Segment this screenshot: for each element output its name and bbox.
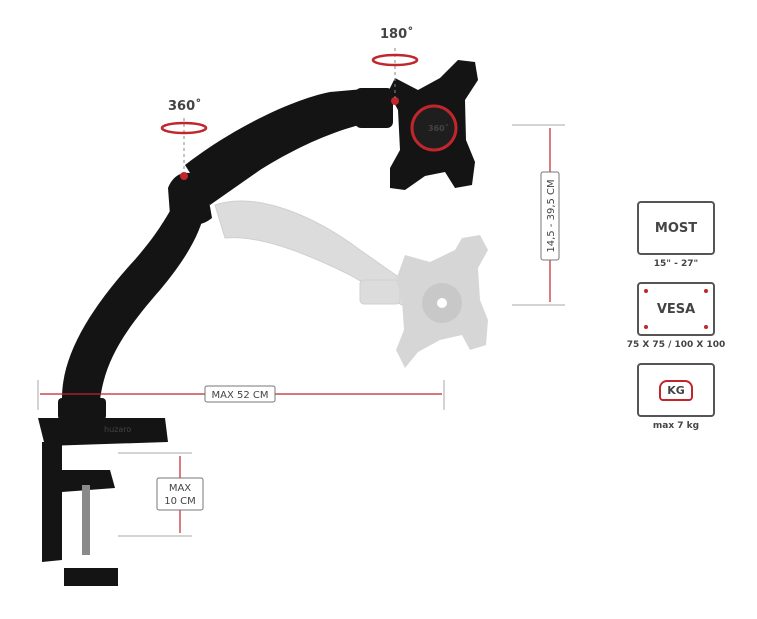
arm-rotation-label: 360˚ bbox=[168, 98, 202, 114]
vesa-badge: VESA bbox=[637, 282, 715, 336]
top-rotation-label: 180˚ bbox=[380, 26, 414, 42]
reach-dimension bbox=[37, 380, 445, 410]
ghost-vesa-plate bbox=[396, 235, 488, 368]
monitor-size-caption: 15" - 27" bbox=[653, 259, 699, 269]
lower-arm bbox=[62, 200, 205, 400]
clamp-dimension bbox=[118, 452, 204, 537]
top-rotation-icon bbox=[371, 48, 419, 98]
vesa-dot-icon bbox=[644, 289, 648, 293]
upper-arm bbox=[185, 88, 385, 205]
clamp-bracket bbox=[42, 442, 62, 562]
weight-caption: max 7 kg bbox=[652, 421, 700, 431]
clamp-knob bbox=[64, 568, 118, 586]
monitor-size-badge: MOST bbox=[637, 201, 715, 255]
head-pivot-dot bbox=[391, 97, 399, 105]
monitor-size-title: MOST bbox=[654, 220, 698, 236]
clamp-dimension-label-2: 10 CM bbox=[164, 496, 196, 507]
plate-rotation-label: 360˚ bbox=[428, 123, 449, 133]
vesa-caption: 75 X 75 / 100 X 100 bbox=[626, 340, 726, 350]
ghost-arm bbox=[214, 200, 411, 306]
brand-logo: huzaro bbox=[104, 425, 131, 434]
vesa-dot-icon bbox=[644, 325, 648, 329]
arm-pivot-dot bbox=[180, 172, 188, 180]
vesa-title: VESA bbox=[656, 301, 696, 317]
reach-dimension-label: MAX 52 CM bbox=[211, 390, 268, 401]
vesa-dot-icon bbox=[704, 289, 708, 293]
vesa-dot-icon bbox=[704, 325, 708, 329]
monitor-arm bbox=[38, 60, 478, 586]
clamp-dimension-label-1: MAX bbox=[169, 483, 191, 494]
clamp-screw bbox=[82, 485, 90, 555]
arm-rotation-icon bbox=[160, 118, 208, 172]
weight-badge: KG bbox=[637, 363, 715, 417]
height-dimension-label: 14,5 - 39,5 CM bbox=[546, 179, 557, 252]
weight-icon: KG bbox=[659, 379, 693, 401]
height-dimension bbox=[512, 124, 565, 306]
clamp-plate bbox=[38, 418, 168, 446]
